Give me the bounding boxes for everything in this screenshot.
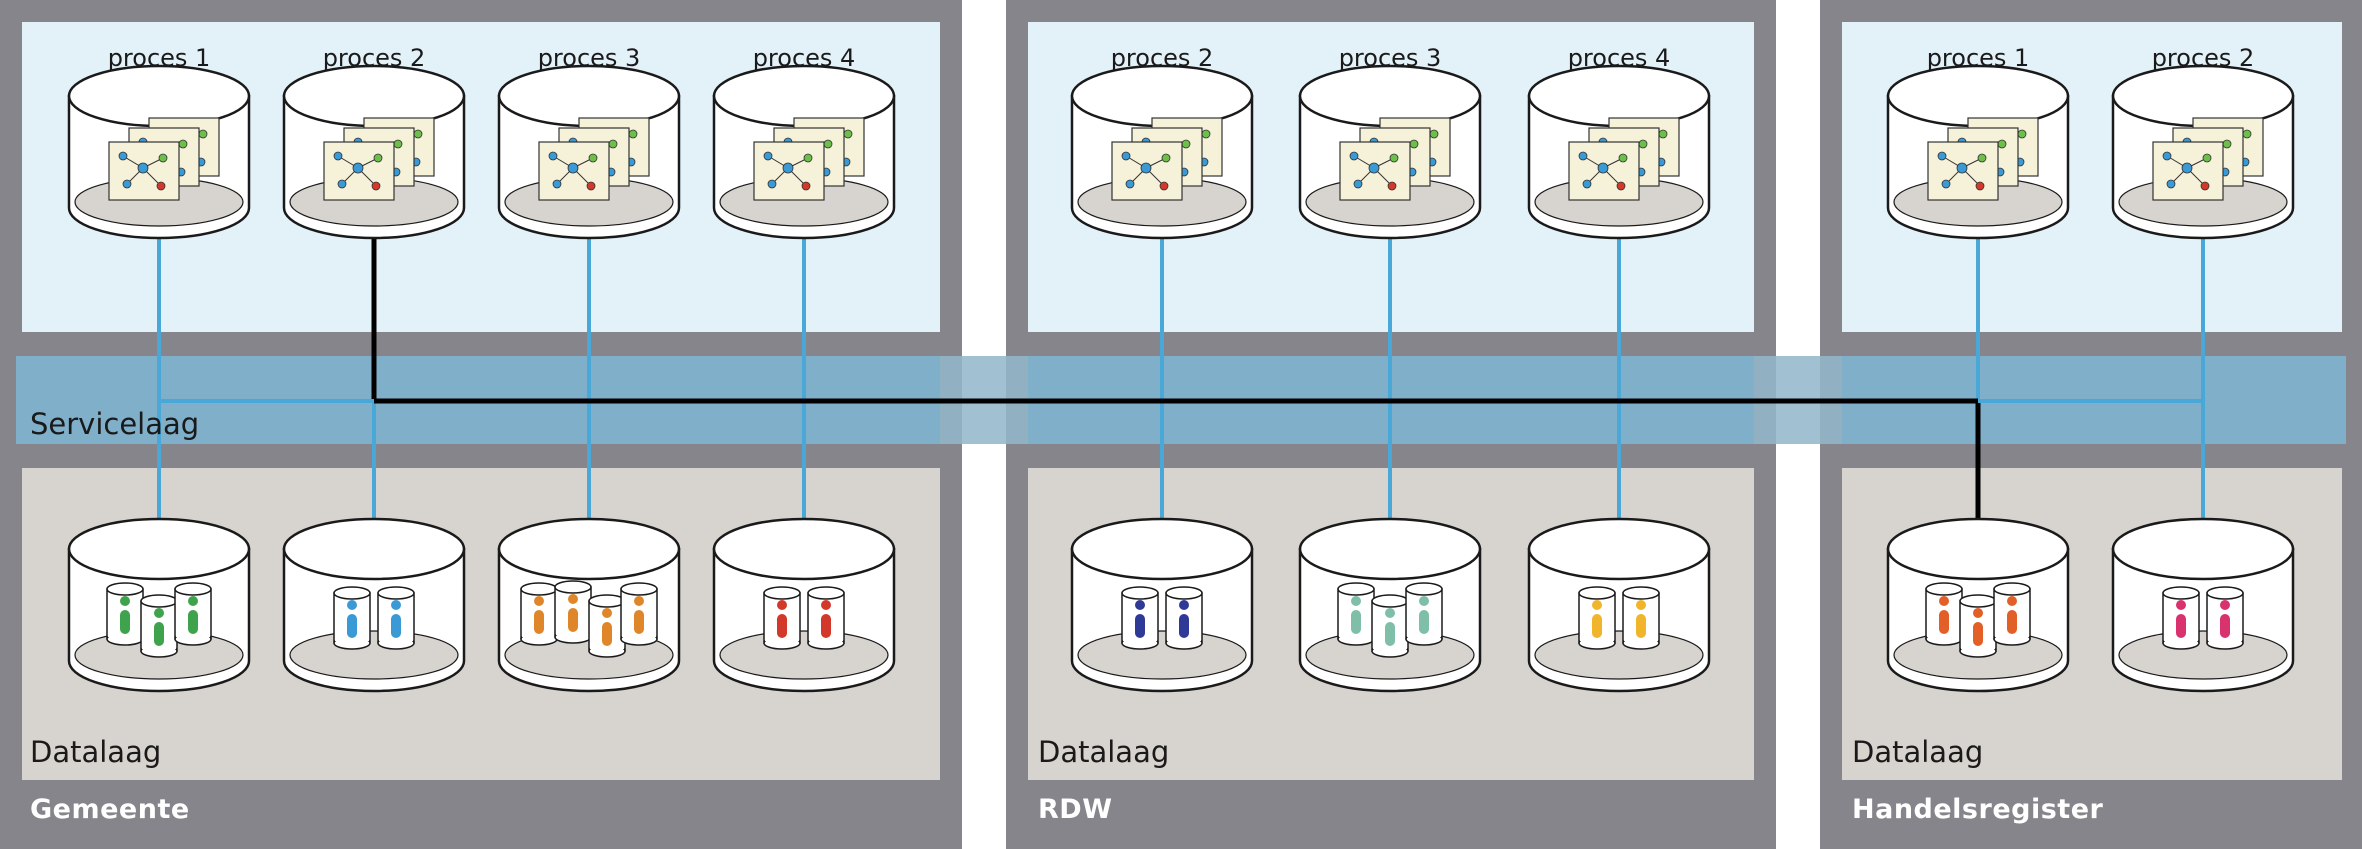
process-card-icon [1568, 141, 1640, 201]
process-label: proces 3 [1339, 44, 1442, 72]
data-layer-label-rdw: Datalaag [1038, 735, 1169, 769]
data-cylinder [497, 517, 681, 693]
data-cylinder [2111, 517, 2295, 693]
process-cylinder [1070, 64, 1254, 240]
cylinders [67, 64, 2295, 693]
process-cylinder [1886, 64, 2070, 240]
data-cylinder [1070, 517, 1254, 693]
data-cylinder [1527, 517, 1711, 693]
process-cylinder [67, 64, 251, 240]
database-icon [1622, 586, 1660, 650]
process-card-icon [2152, 141, 2224, 201]
data-cylinder [67, 517, 251, 693]
process-card-icon [1927, 141, 1999, 201]
data-cylinder [712, 517, 896, 693]
database-icon [1925, 582, 1963, 646]
database-icon [1337, 582, 1375, 646]
process-card-icon [108, 141, 180, 201]
process-card-icon [538, 141, 610, 201]
process-label: proces 4 [753, 44, 856, 72]
database-icon [554, 580, 592, 644]
process-label: proces 4 [1568, 44, 1671, 72]
database-icon [588, 594, 626, 658]
database-icon [1959, 594, 1997, 658]
process-cylinder [1298, 64, 1482, 240]
process-card-icon [1111, 141, 1183, 201]
process-label: proces 2 [2152, 44, 2255, 72]
process-label: proces 1 [108, 44, 211, 72]
process-cylinder [497, 64, 681, 240]
process-label: proces 1 [1927, 44, 2030, 72]
database-icon [377, 586, 415, 650]
database-icon [140, 594, 178, 658]
process-cylinder [282, 64, 466, 240]
process-label: proces 2 [323, 44, 426, 72]
database-icon [807, 586, 845, 650]
data-cylinder [282, 517, 466, 693]
labels: proces 1 proces 2 proces 3 proces 4 proces 2… [108, 44, 2255, 72]
database-icon [106, 582, 144, 646]
process-cylinder [1527, 64, 1711, 240]
database-icon [620, 582, 658, 646]
org-name-rdw: RDW [1038, 794, 1112, 825]
database-icon [1993, 582, 2031, 646]
process-cylinder [2111, 64, 2295, 240]
org-name-gemeente: Gemeente [30, 794, 190, 825]
database-icon [1405, 582, 1443, 646]
database-icon [1371, 594, 1409, 658]
database-icon [763, 586, 801, 650]
database-icon [1121, 586, 1159, 650]
data-layer-label-handelsregister: Datalaag [1852, 735, 1983, 769]
process-card-icon [1339, 141, 1411, 201]
database-icon [333, 586, 371, 650]
database-icon [520, 582, 558, 646]
service-layer-label: Servicelaag [30, 407, 199, 441]
database-icon [2162, 586, 2200, 650]
process-label: proces 2 [1111, 44, 1214, 72]
database-icon [1165, 586, 1203, 650]
process-cylinder [712, 64, 896, 240]
org-name-handelsregister: Handelsregister [1852, 794, 2104, 825]
data-layer-label-gemeente: Datalaag [30, 735, 161, 769]
process-card-icon [753, 141, 825, 201]
process-card-icon [323, 141, 395, 201]
database-icon [2206, 586, 2244, 650]
database-icon [174, 582, 212, 646]
process-label: proces 3 [538, 44, 641, 72]
data-cylinder [1886, 517, 2070, 693]
database-icon [1578, 586, 1616, 650]
data-cylinder [1298, 517, 1482, 693]
